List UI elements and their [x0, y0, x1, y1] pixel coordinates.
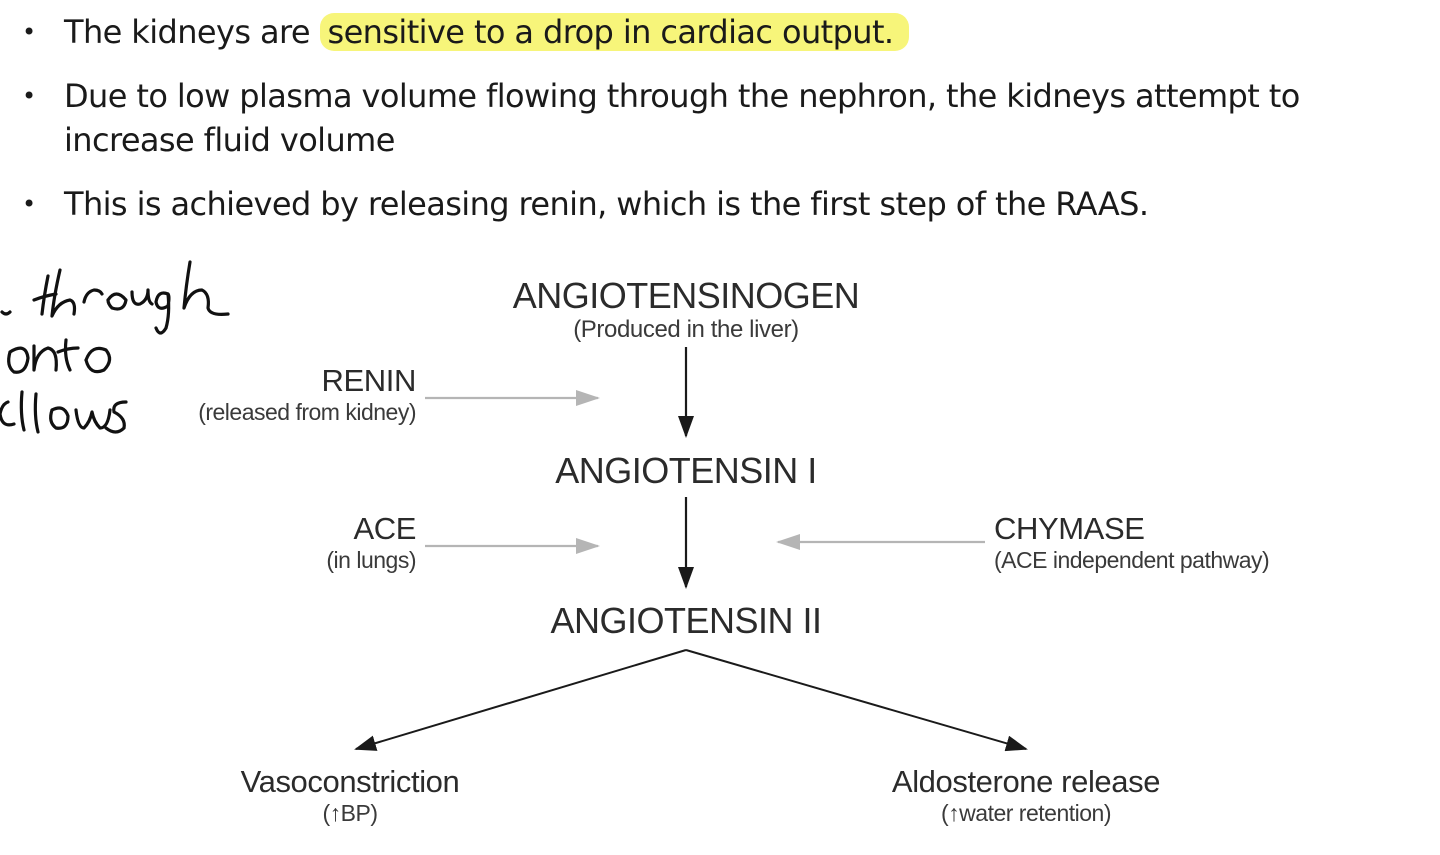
- ace-note: (in lungs): [326, 547, 416, 573]
- aldosterone-note: (↑water retention): [941, 800, 1111, 826]
- arrow-to-aldosterone: [685, 649, 1028, 752]
- chymase-note: (ACE independent pathway): [994, 547, 1270, 573]
- angiotensinogen-node: ANGIOTENSINOGEN (Produced in the liver): [480, 276, 892, 344]
- bullet-dot: •: [22, 18, 36, 46]
- bullet-text: The kidneys are: [64, 13, 320, 51]
- highlighted-text: sensitive to a drop in cardiac output.: [319, 13, 910, 51]
- bullet-text: This is achieved by releasing renin, whi…: [64, 185, 1149, 223]
- bullet-list: • The kidneys are sensitive to a drop in…: [22, 10, 1432, 246]
- renin-label-group: RENIN (released from kidney): [100, 364, 416, 426]
- ace-label-group: ACE (in lungs): [200, 512, 416, 574]
- angiotensinogen-label: ANGIOTENSINOGEN: [512, 275, 860, 316]
- chymase-label: CHYMASE: [994, 511, 1145, 546]
- renin-label: RENIN: [321, 363, 417, 398]
- aldosterone-label: Aldosterone release: [891, 764, 1161, 799]
- vasoconstriction-group: Vasoconstriction (↑BP): [200, 765, 500, 827]
- angiotensin-1-label: ANGIOTENSIN I: [555, 450, 817, 491]
- vasoconstriction-label: Vasoconstriction: [240, 764, 460, 799]
- vasoconstriction-note: (↑BP): [322, 800, 379, 826]
- bullet-item: • Due to low plasma volume flowing throu…: [22, 74, 1432, 162]
- ace-label: ACE: [353, 511, 416, 546]
- bullet-item: • This is achieved by releasing renin, w…: [22, 182, 1432, 226]
- bullet-text: Due to low plasma volume flowing through…: [64, 77, 1300, 159]
- renin-note: (released from kidney): [198, 399, 416, 425]
- bullet-dot: •: [22, 82, 36, 110]
- angiotensin-2-label: ANGIOTENSIN II: [550, 600, 822, 641]
- angiotensin-1-node: ANGIOTENSIN I: [500, 451, 872, 491]
- angiotensin-2-node: ANGIOTENSIN II: [490, 601, 882, 641]
- aldosterone-group: Aldosterone release (↑water retention): [856, 765, 1196, 827]
- arrow-to-vasoconstriction: [354, 649, 687, 751]
- bullet-item: • The kidneys are sensitive to a drop in…: [22, 10, 1432, 54]
- handwritten-annotation: [0, 260, 230, 434]
- bullet-dot: •: [22, 190, 36, 218]
- angiotensinogen-note: (Produced in the liver): [573, 316, 799, 343]
- chymase-label-group: CHYMASE (ACE independent pathway): [994, 512, 1374, 574]
